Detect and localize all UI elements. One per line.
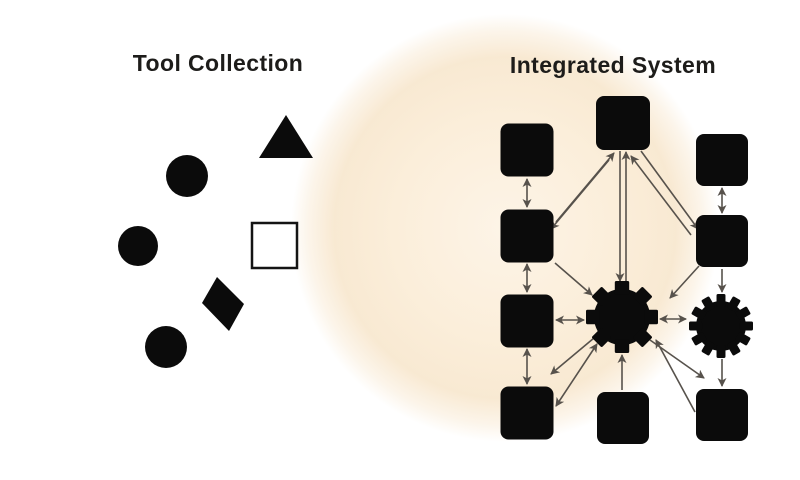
module-top-middle [596,96,650,150]
module-bottom-left [500,386,554,440]
connection-arrow-m1-r2 [640,150,699,230]
connection-arrow-l4-g1 [555,343,598,407]
module-bottom-right [696,389,748,441]
tool-circle-middle [118,226,158,266]
module-left-2 [500,209,554,263]
left-panel-title: Tool Collection [132,50,304,76]
tool-circle-top [166,155,208,197]
module-top-right [696,134,748,186]
connection-arrows-layer [522,150,727,413]
module-top-left [500,123,554,177]
connection-arrow-r4-g1 [655,339,696,413]
tool-diamond [202,277,244,331]
module-bottom-middle [597,392,649,444]
integration-gear-secondary [689,294,753,358]
connection-arrow-m1-l2 [550,159,610,230]
tool-square-outline [250,221,299,270]
right-panel-title: Integrated System [509,52,717,78]
tool-triangle [259,115,313,158]
tool-circle-bottom [145,326,187,368]
tool-shapes-layer [118,115,313,368]
connection-arrow-l2-g1 [554,262,593,296]
connection-arrow-r2-g1 [669,265,700,299]
module-right-2 [696,215,748,267]
module-left-3 [500,294,554,348]
system-nodes-layer [500,96,753,444]
integration-gear-main [586,281,658,353]
connection-arrow-r2-m1 [630,155,692,236]
